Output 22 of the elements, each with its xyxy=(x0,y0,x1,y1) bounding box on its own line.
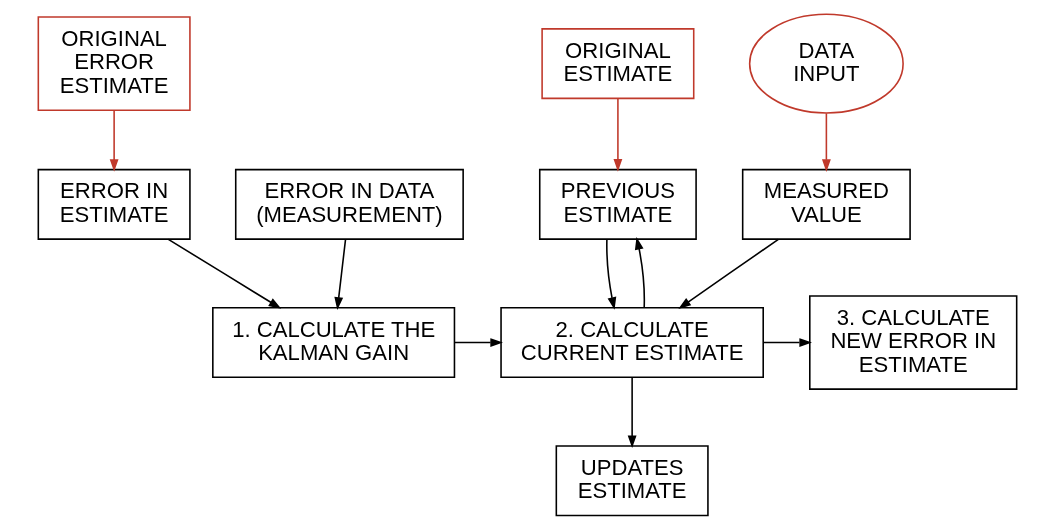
node-box: PREVIOUS ESTIMATE xyxy=(538,168,697,240)
arrow xyxy=(627,376,637,449)
node-box: UPDATES ESTIMATE xyxy=(555,445,709,517)
arrow xyxy=(167,238,281,309)
arrow xyxy=(821,112,831,173)
arrow xyxy=(677,238,779,309)
node-box: ORIGINAL ERROR ESTIMATE xyxy=(37,16,191,112)
node-box: 3. CALCULATE NEW ERROR IN ESTIMATE xyxy=(808,295,1017,390)
arrow xyxy=(613,97,622,172)
arrow xyxy=(109,109,119,172)
arrow xyxy=(333,238,346,310)
arrow xyxy=(605,238,616,310)
arrow xyxy=(453,338,503,347)
node-ellipse: DATA INPUT xyxy=(748,13,904,114)
node-box: MEASURED VALUE xyxy=(741,168,911,240)
node-box: 1. CALCULATE THE KALMAN GAIN xyxy=(211,307,455,379)
arrow xyxy=(762,338,812,347)
node-box: ORIGINAL ESTIMATE xyxy=(540,28,694,100)
node-box: 2. CALCULATE CURRENT ESTIMATE xyxy=(499,307,764,379)
node-box: ERROR IN DATA (MEASUREMENT) xyxy=(234,168,464,240)
node-box: ERROR IN ESTIMATE xyxy=(37,168,191,240)
arrow xyxy=(634,237,645,309)
